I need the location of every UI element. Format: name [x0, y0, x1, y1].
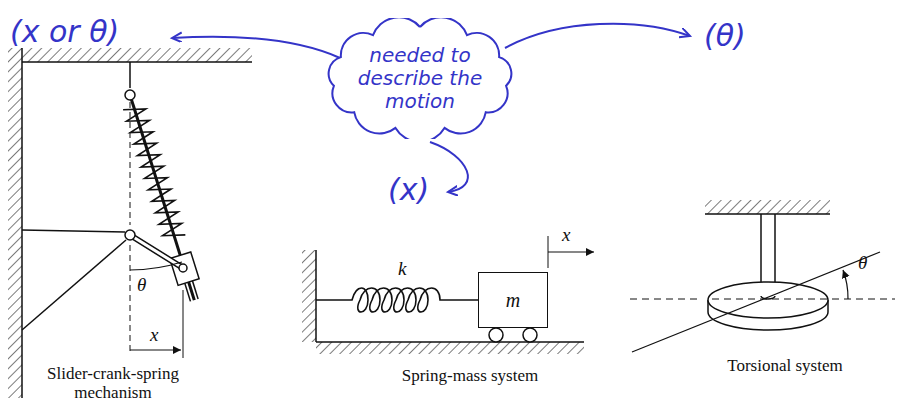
blue-annotation: (θ) — [704, 18, 746, 53]
dimension-label: x — [562, 224, 570, 246]
torsional-figure — [630, 200, 895, 352]
cloud-note: needed to describe the motion — [356, 44, 484, 113]
figure-caption: Torsional system — [690, 356, 880, 375]
angle-label: θ — [858, 252, 867, 274]
angle-label: θ — [137, 274, 146, 296]
blue-annotation: (x or θ) — [10, 14, 119, 49]
figure-caption: Spring-mass system — [370, 366, 570, 385]
mass-symbol: m — [506, 289, 520, 312]
mass-block: m — [478, 272, 548, 328]
spring-label: k — [398, 258, 406, 280]
thought-cloud: needed to describe the motion — [324, 18, 516, 139]
slider-crank-figure — [8, 48, 252, 398]
figure-caption: Slider-crank-spring mechanism — [28, 364, 198, 402]
dimension-label: x — [150, 324, 158, 346]
blue-annotation: (x) — [388, 172, 429, 207]
spring-mass-figure — [302, 236, 594, 354]
